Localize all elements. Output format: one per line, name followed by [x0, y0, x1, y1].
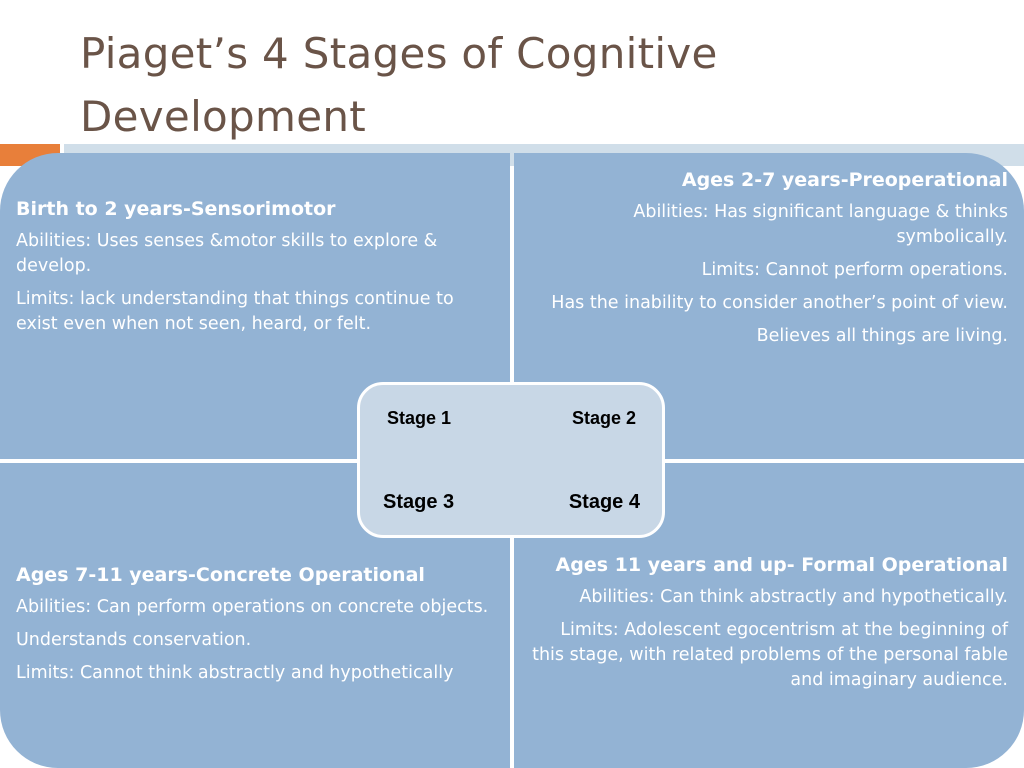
quadrant-text: Understands conservation.: [16, 630, 252, 650]
quadrant-text: Has the inability to consider another’s …: [551, 293, 1008, 313]
quadrant-heading: Birth to 2 years-Sensorimotor: [16, 198, 336, 220]
quadrant-heading: Ages 7-11 years-Concrete Operational: [16, 564, 425, 586]
quadrant-text: Abilities: Can perform operations on con…: [16, 597, 489, 617]
stage-matrix: Birth to 2 years-Sensorimotor Abilities:…: [0, 153, 1024, 768]
quadrant-text: Abilities: Can think abstractly and hypo…: [579, 587, 1008, 607]
slide-title: Piaget’s 4 Stages of Cognitive Developme…: [80, 29, 718, 141]
stage-2-label: Stage 2: [571, 408, 636, 428]
center-stage-box: Stage 1 Stage 2 Stage 3 Stage 4: [357, 382, 665, 538]
quadrant-text: Limits: lack understanding that things c…: [16, 289, 454, 334]
quadrant-heading: Ages 11 years and up- Formal Operational: [555, 554, 1008, 576]
quadrant-text: Abilities: Has significant language & th…: [633, 202, 1008, 247]
quadrant-text: Limits: Adolescent egocentrism at the be…: [532, 620, 1008, 690]
quadrant-text: Abilities: Uses senses &motor skills to …: [16, 231, 438, 276]
quadrant-text: Believes all things are living.: [756, 326, 1008, 346]
quadrant-text: Limits: Cannot think abstractly and hypo…: [16, 663, 454, 683]
stage-4-label: Stage 4: [568, 491, 640, 513]
stage-1-label: Stage 1: [387, 408, 452, 428]
quadrant-heading: Ages 2-7 years-Preoperational: [681, 169, 1008, 191]
quadrant-text: Limits: Cannot perform operations.: [701, 260, 1008, 280]
stage-3-label: Stage 3: [383, 491, 455, 513]
